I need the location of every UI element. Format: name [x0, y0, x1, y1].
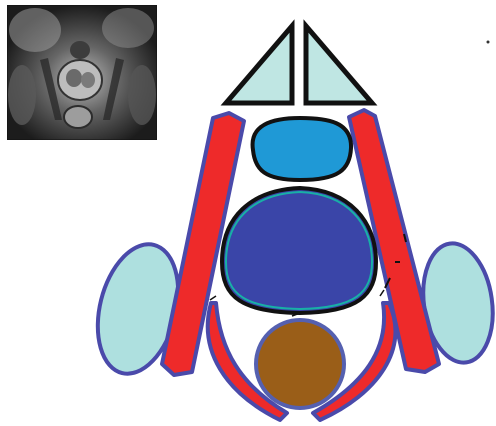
mri-anterior-tissue	[70, 41, 90, 59]
mri-rectum	[64, 106, 92, 128]
mri-inset-image	[7, 5, 157, 140]
lower-organ	[256, 320, 344, 408]
main-organ	[222, 188, 376, 313]
right-triangle	[306, 26, 372, 103]
mri-upper-left-tissue	[9, 8, 61, 52]
left-triangle	[226, 26, 292, 103]
mri-right-bone	[128, 65, 156, 125]
pubic-bones	[226, 26, 372, 103]
mri-central-zone-left	[66, 69, 82, 87]
mri-left-bone	[8, 65, 36, 125]
stray-dot	[487, 41, 490, 44]
upper-organ	[253, 118, 351, 180]
mri-upper-right-tissue	[102, 8, 154, 48]
mri-central-zone-right	[81, 72, 95, 88]
